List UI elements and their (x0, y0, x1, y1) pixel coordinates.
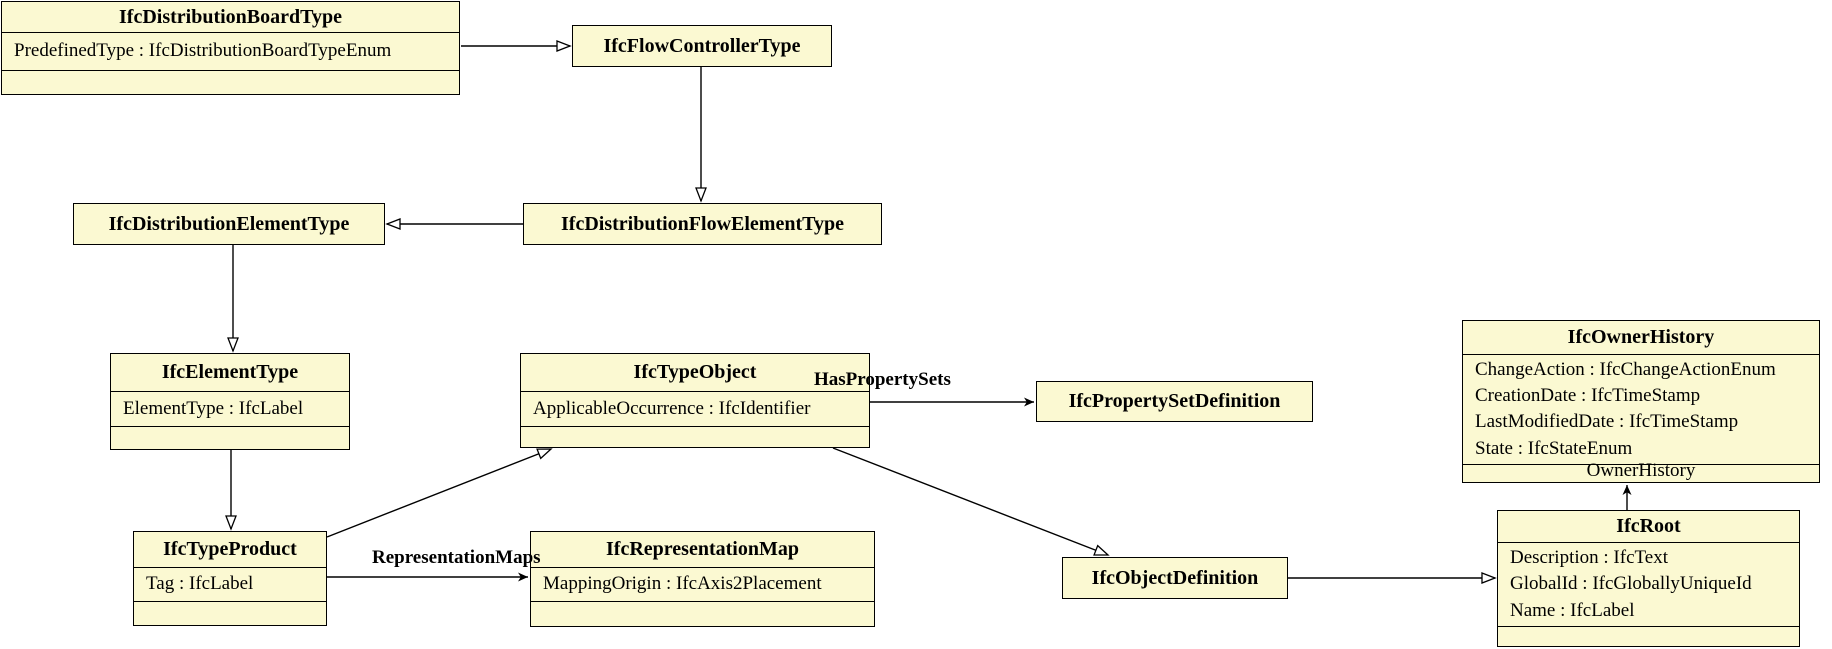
class-attribute: Tag : IfcLabel (146, 573, 254, 595)
class-empty-compartment (2, 70, 459, 94)
class-title: IfcObjectDefinition (1091, 566, 1259, 589)
class-title: IfcDistributionElementType (108, 212, 350, 235)
edge-generalization-IfcTypeProduct-to-IfcTypeObject (326, 448, 553, 538)
class-box-flow-controller-type: IfcFlowControllerType (572, 25, 832, 67)
class-box-property-set-definition: IfcPropertySetDefinition (1036, 381, 1313, 422)
class-empty-compartment (521, 426, 869, 447)
class-empty-compartment (1498, 626, 1799, 646)
class-attributes-compartment: MappingOrigin : IfcAxis2Placement (531, 567, 874, 601)
class-attribute: State : IfcStateEnum (1475, 437, 1633, 459)
edge-label: RepresentationMaps (372, 547, 541, 568)
class-attribute: PredefinedType : IfcDistributionBoardTyp… (14, 40, 392, 62)
class-title: IfcRoot (1616, 515, 1681, 537)
class-title: IfcDistributionBoardType (119, 5, 342, 28)
class-title: IfcTypeProduct (163, 538, 297, 560)
class-attributes-compartment: ApplicableOccurrence : IfcIdentifier (521, 391, 869, 426)
class-box-distribution-element-type: IfcDistributionElementType (73, 203, 385, 245)
class-attributes-compartment: PredefinedType : IfcDistributionBoardTyp… (2, 32, 459, 70)
class-empty-compartment (1463, 463, 1819, 486)
class-attribute: CreationDate : IfcTimeStamp (1475, 385, 1701, 407)
class-attribute: GlobalId : IfcGloballyUniqueId (1510, 573, 1752, 595)
class-attributes-compartment: ElementType : IfcLabel (111, 391, 349, 426)
class-title: IfcRepresentationMap (606, 538, 799, 560)
class-title: IfcOwnerHistory (1567, 326, 1715, 348)
class-attribute: ApplicableOccurrence : IfcIdentifier (533, 397, 811, 419)
class-attribute: ElementType : IfcLabel (123, 397, 304, 419)
class-empty-compartment (134, 601, 326, 625)
class-title: IfcFlowControllerType (603, 34, 801, 57)
class-empty-compartment (531, 601, 874, 626)
class-attribute: Name : IfcLabel (1510, 599, 1635, 621)
class-attribute: Description : IfcText (1510, 547, 1669, 569)
class-attributes-compartment: Tag : IfcLabel (134, 567, 326, 601)
class-attribute: ChangeAction : IfcChangeActionEnum (1475, 359, 1776, 380)
class-attribute: MappingOrigin : IfcAxis2Placement (543, 573, 822, 595)
class-title: IfcPropertySetDefinition (1068, 390, 1281, 412)
class-box-object-definition: IfcObjectDefinition (1062, 557, 1288, 599)
class-title: IfcElementType (161, 361, 299, 383)
class-title: IfcDistributionFlowElementType (561, 212, 844, 235)
class-empty-compartment (111, 426, 349, 449)
class-box-distribution-flow-element-type: IfcDistributionFlowElementType (523, 203, 882, 245)
class-attribute: LastModifiedDate : IfcTimeStamp (1475, 411, 1739, 433)
class-title: IfcTypeObject (633, 361, 757, 383)
